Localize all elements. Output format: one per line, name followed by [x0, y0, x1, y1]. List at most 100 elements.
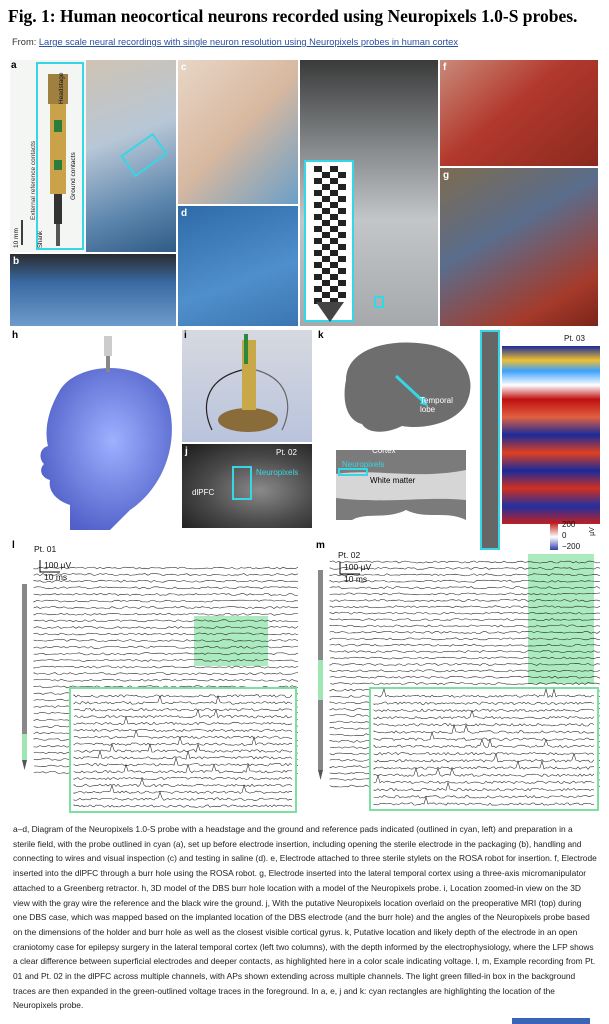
expanded-trace-line — [73, 756, 293, 767]
probe-holder-icon — [205, 334, 289, 432]
expanded-trace-line — [373, 795, 595, 806]
trace-line — [33, 665, 299, 669]
colorbar-mid: 0 — [562, 531, 567, 540]
trace-line — [329, 573, 600, 577]
expanded-trace-line — [373, 723, 595, 727]
probe-highlight-box — [480, 330, 500, 550]
expanded-trace-line — [73, 729, 293, 739]
expanded-trace-line — [373, 731, 595, 741]
probe-tip-highlight — [374, 296, 384, 308]
from-prefix: From: — [12, 37, 37, 47]
panel-label-m: m — [316, 540, 325, 551]
trace-line — [329, 669, 600, 673]
probe-tip — [22, 760, 27, 770]
expanded-trace-line — [373, 687, 595, 698]
colorbar-max: 200 — [562, 520, 576, 529]
cortex-slice-icon — [336, 450, 466, 520]
trace-line — [329, 631, 600, 634]
trace-line — [33, 606, 299, 609]
source-article-link[interactable]: Large scale neural recordings with singl… — [38, 37, 458, 47]
probe-tip — [318, 770, 323, 780]
cortex-label: Cortex — [372, 446, 396, 455]
panel-a-photo — [86, 60, 176, 252]
expanded-trace-line — [73, 708, 293, 719]
scale-bar-voltage: 100 µV — [344, 562, 372, 572]
trace-line — [33, 619, 299, 623]
expanded-trace-line — [73, 694, 293, 698]
panel-label-d: d — [181, 208, 188, 219]
shank-label: Shank — [38, 230, 44, 248]
trace-line — [329, 586, 600, 589]
panel-k-slice: Cortex Neuropixels White matter — [316, 440, 480, 528]
scale-bar-label: 10 mm — [13, 228, 20, 248]
panel-l-traces: l Pt. 01 100 µV 10 ms — [10, 540, 300, 816]
expanded-trace-line — [73, 728, 293, 733]
trace-line — [329, 656, 600, 660]
patient-label: Pt. 02 — [338, 550, 361, 560]
expanded-trace-line — [73, 742, 293, 753]
panel-label-k: k — [318, 330, 324, 341]
highlight-region — [528, 554, 594, 684]
probe-highlight-box — [338, 468, 368, 476]
expanded-trace-line — [373, 709, 595, 720]
brain-render-icon — [344, 342, 471, 432]
neuropixels-label: Neuropixels — [342, 460, 385, 469]
expanded-trace-line — [373, 751, 595, 756]
expanded-trace-line — [73, 708, 293, 712]
colorbar-unit: µV — [588, 527, 596, 536]
scale-bar — [339, 562, 360, 575]
head-model-icon — [40, 336, 172, 530]
panel-k-brain: k Temporal lobe — [316, 330, 480, 440]
trace-line — [33, 672, 299, 675]
expanded-trace-line — [373, 767, 595, 777]
expanded-trace-line — [73, 791, 293, 801]
trace-line — [33, 599, 299, 603]
trace-line — [329, 637, 600, 641]
trace-line — [33, 652, 299, 656]
trace-line — [329, 611, 600, 615]
panel-j-mri: j Pt. 02 Neuropixels dlPFC — [182, 444, 312, 528]
temporal-lobe-label: Temporal lobe — [420, 396, 453, 414]
trace-line — [329, 567, 600, 570]
probe-recording-segment — [318, 660, 323, 700]
trace-line — [329, 599, 600, 602]
scale-bar-voltage: 100 µV — [44, 560, 72, 570]
panel-b-photo: b — [10, 254, 176, 326]
trace-line — [33, 573, 299, 577]
trace-line — [329, 618, 600, 621]
neuropixels-label: Neuropixels — [256, 468, 299, 477]
panel-label-c: c — [181, 62, 187, 73]
trace-line — [329, 643, 600, 647]
expanded-trace-line — [73, 763, 293, 774]
trace-line — [33, 579, 299, 583]
probe-highlight-box — [36, 62, 84, 250]
trace-line — [329, 682, 600, 685]
panel-label-a: a — [11, 60, 17, 71]
panel-label-h: h — [12, 330, 19, 341]
panel-a-diagram: a Headstage External reference contacts … — [10, 60, 86, 252]
dlpfc-label: dlPFC — [192, 488, 215, 497]
panel-label-g: g — [443, 170, 450, 181]
expanded-trace-line — [373, 738, 595, 749]
trace-line — [33, 632, 299, 636]
patient-label: Pt. 01 — [34, 544, 57, 554]
voltage-traces-m — [318, 554, 600, 811]
panel-d-photo: d — [178, 206, 298, 326]
expanded-trace-line — [73, 749, 293, 760]
panel-m-traces: m Pt. 02 100 µV 10 ms — [314, 540, 600, 816]
patient-label: Pt. 02 — [276, 448, 297, 457]
figure-caption: a–d, Diagram of the Neuropixels 1.0-S pr… — [13, 824, 597, 1011]
bottom-nav-link[interactable] — [512, 1018, 590, 1024]
probe-recording-segment — [22, 734, 27, 760]
scale-bar-time: 10 ms — [344, 574, 368, 584]
expanded-trace-line — [373, 781, 595, 792]
expanded-trace-line — [73, 694, 293, 705]
colorbar-min: −200 — [562, 542, 581, 550]
scale-bar-time: 10 ms — [44, 572, 68, 582]
scale-bar — [39, 560, 60, 573]
trace-line — [329, 624, 600, 628]
trace-line — [329, 579, 600, 583]
panel-i-zoom: i — [182, 330, 312, 442]
probe-shank — [22, 584, 27, 760]
expanded-trace-line — [73, 804, 293, 808]
